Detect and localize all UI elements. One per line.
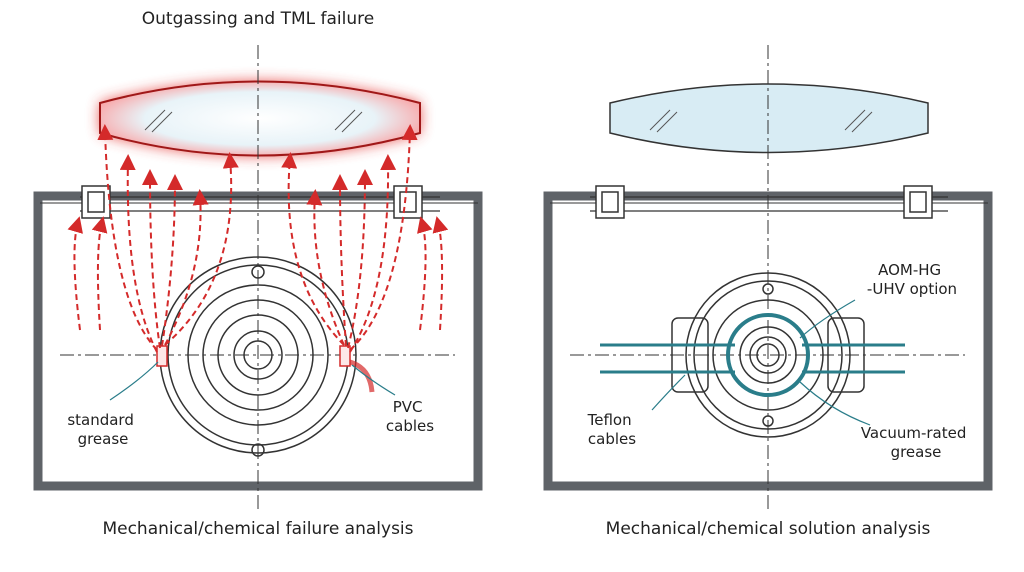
outgassing-arrows <box>67 124 449 353</box>
callout-teflon-cables: Teflon cables <box>587 411 637 448</box>
lens-failure <box>99 80 421 157</box>
callout-vacuum-rated-grease: Vacuum-rated grease <box>861 424 971 461</box>
right-caption: Mechanical/chemical solution analysis <box>606 519 931 539</box>
left-panel: Outgassing and TML failure <box>33 9 483 539</box>
mount-right <box>671 272 865 438</box>
left-caption: Mechanical/chemical failure analysis <box>102 519 413 539</box>
callout-standard-grease: standard grease <box>67 411 138 448</box>
callout-aom-hg-uhv: AOM-HG -UHV option <box>867 261 957 298</box>
left-top-title: Outgassing and TML failure <box>142 9 374 29</box>
lens-solution <box>609 83 929 154</box>
callout-pvc-cables: PVC cables <box>386 398 434 435</box>
right-panel: AOM-HG -UHV option Teflon cables Vacuum-… <box>543 45 993 539</box>
vacuum-grease-ring <box>726 313 810 397</box>
teflon-cables <box>600 343 905 374</box>
